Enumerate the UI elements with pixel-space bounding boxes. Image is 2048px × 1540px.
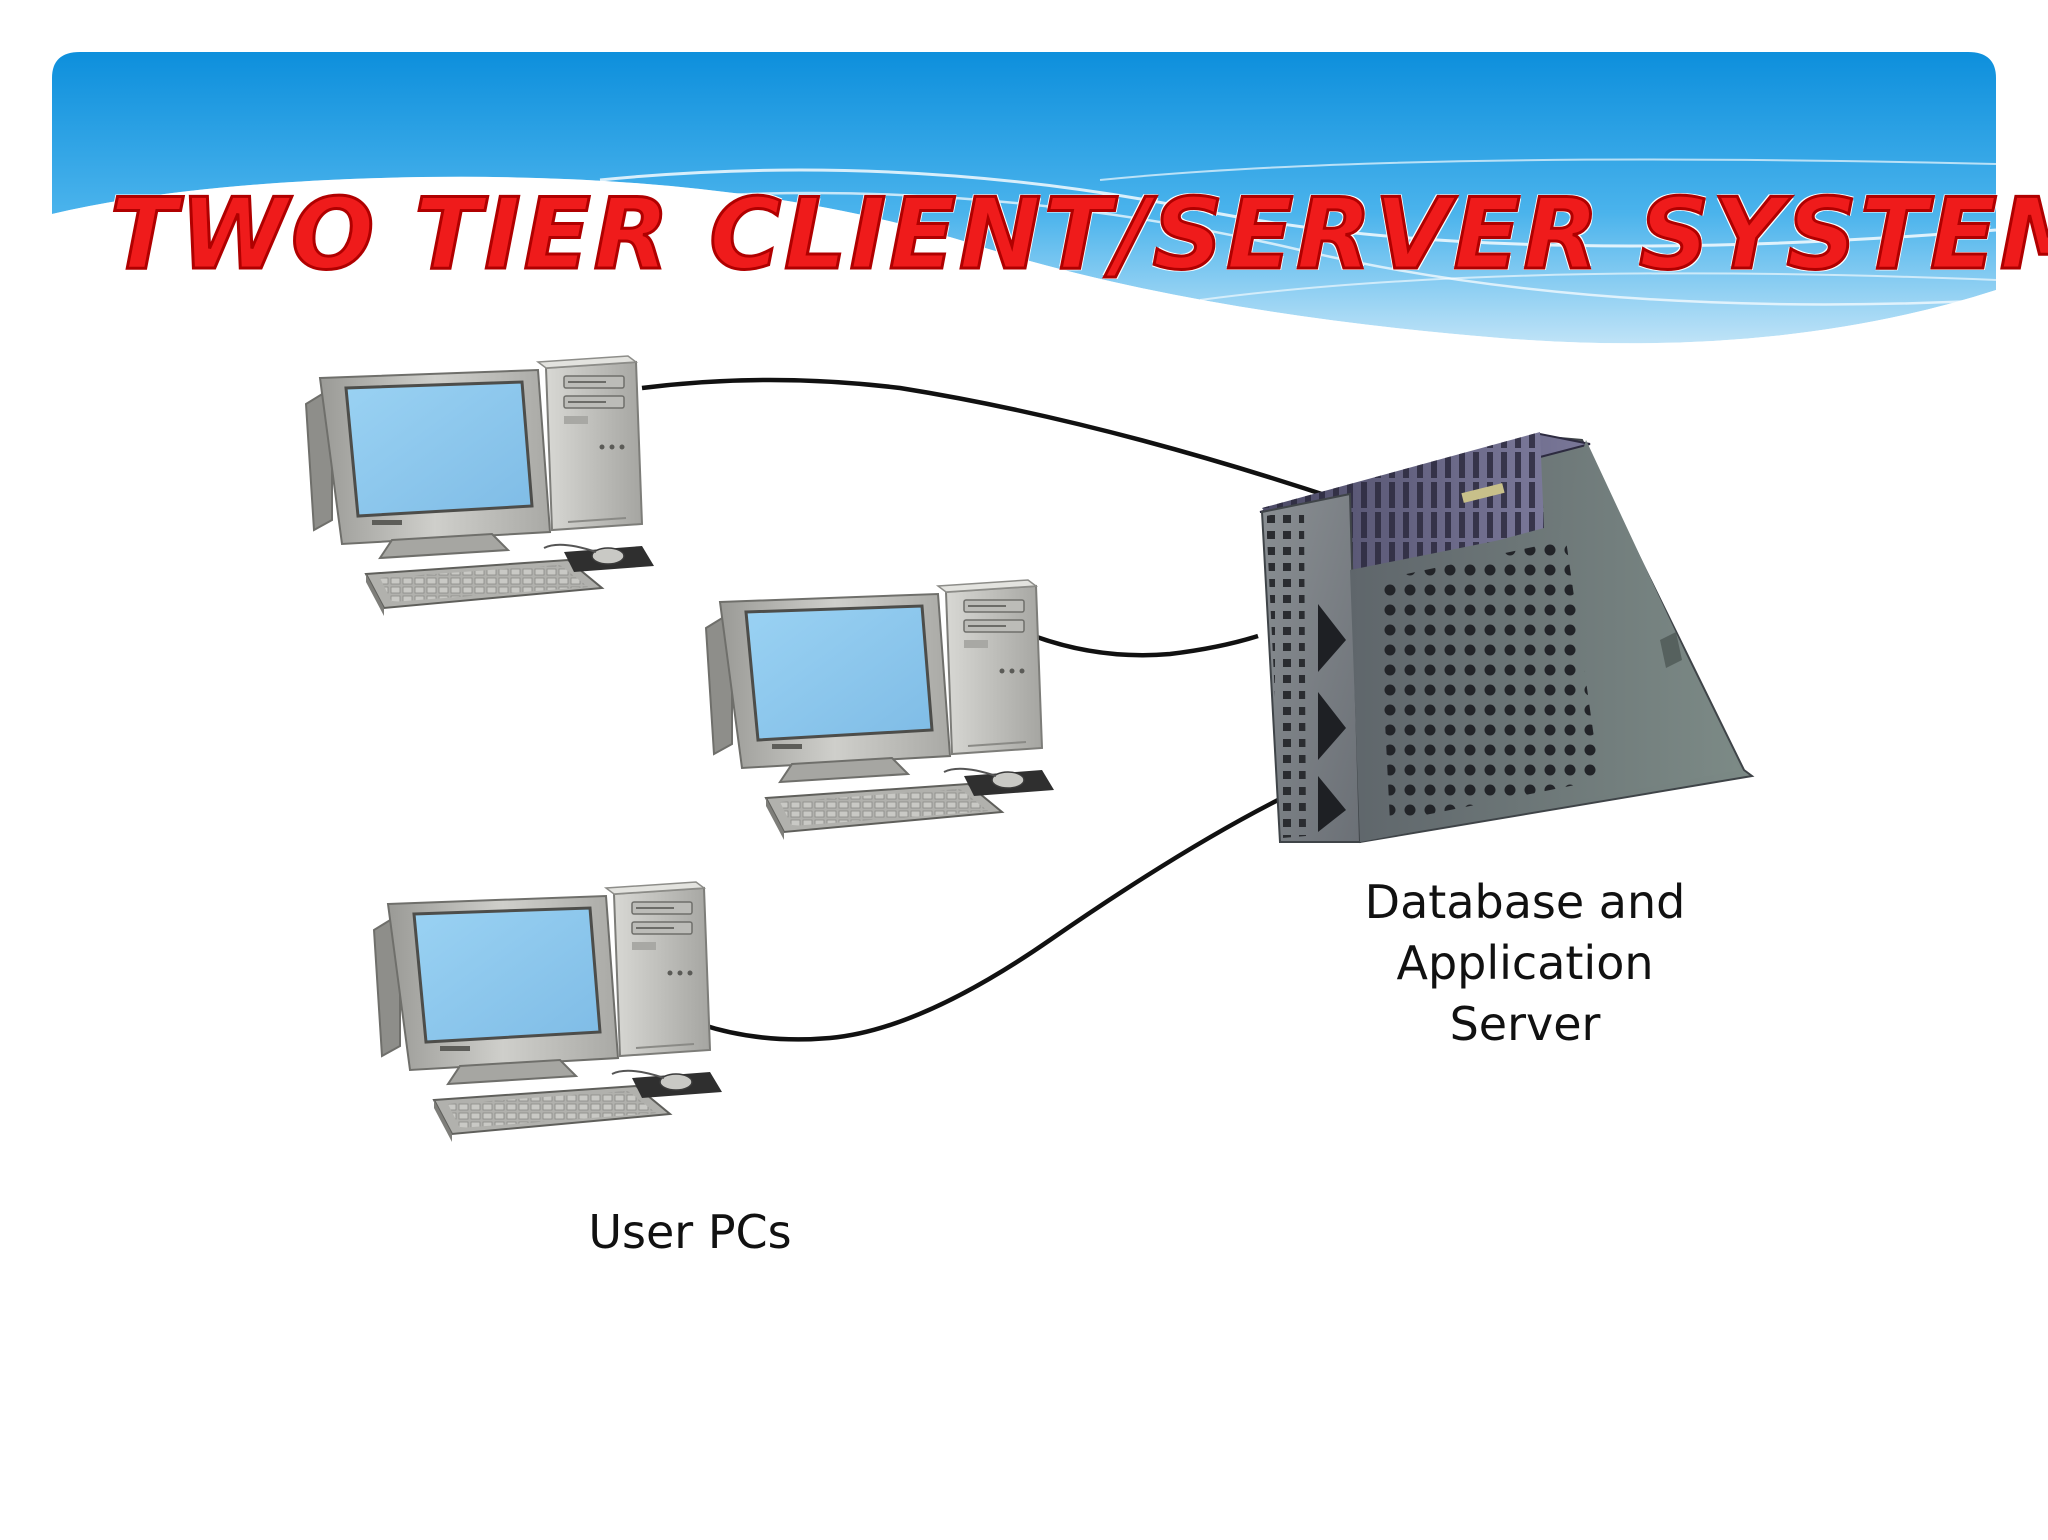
server-label: Database and Application Server: [1340, 872, 1710, 1055]
server-label-line-2: Application: [1396, 936, 1654, 990]
server-label-line-3: Server: [1449, 997, 1601, 1051]
server-label-line-1: Database and: [1364, 875, 1686, 929]
header-banner: [52, 52, 1997, 359]
cable-pc3-server: [699, 797, 1280, 1042]
slide-title: Two Tier Client/Server System: [109, 177, 2048, 294]
user-pcs-label: User PCs: [588, 1205, 792, 1259]
network-cables: [641, 377, 1341, 1042]
user-pc-1: [304, 354, 656, 618]
user-pc-3: [372, 880, 724, 1144]
cable-pc2-server: [1033, 633, 1259, 658]
cable-pc1-server: [641, 377, 1341, 503]
database-application-server: [1259, 432, 1755, 844]
user-pc-2: [704, 578, 1056, 842]
